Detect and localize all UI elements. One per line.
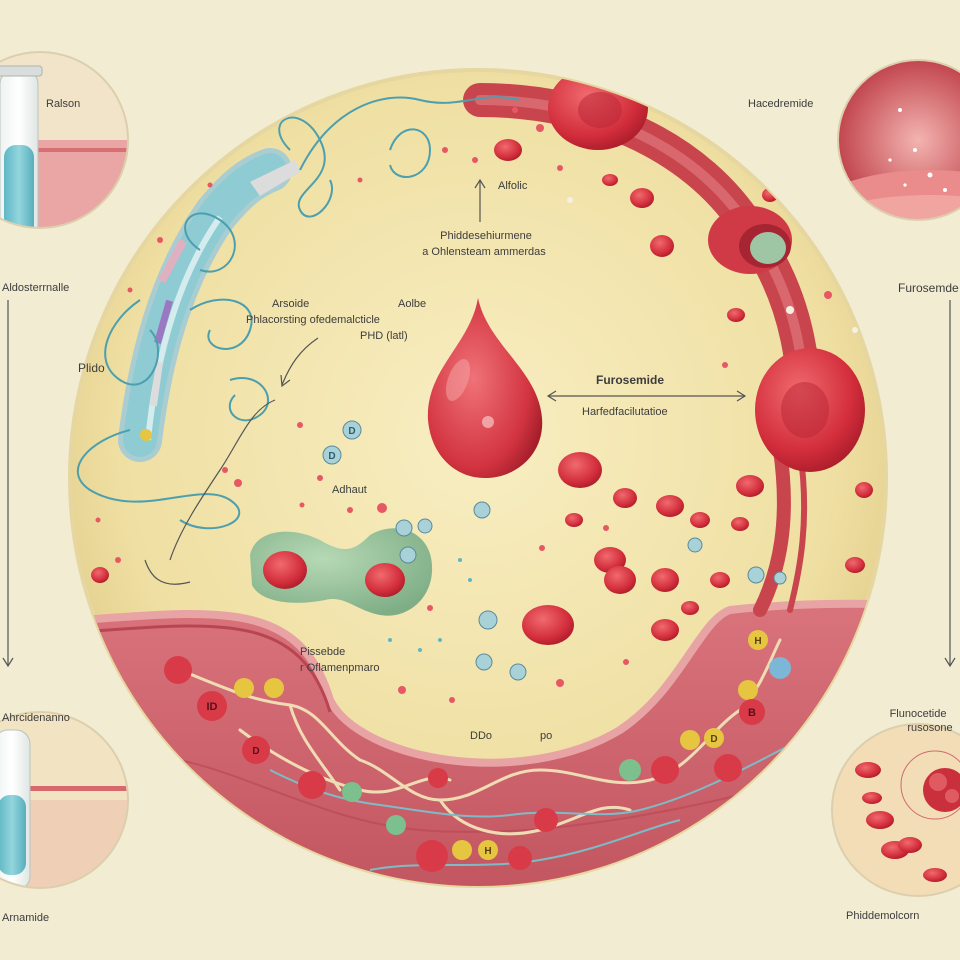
label-center-arrow-top: Alfolic	[498, 180, 528, 192]
top-right-panel	[838, 60, 960, 220]
test-tube-icon-2	[0, 729, 31, 888]
label-center-top-2: a Ohlensteam ammerdas	[422, 246, 546, 258]
tag-id-1: ID	[207, 701, 218, 713]
label-bottom-left-panel: Ahrcidenanno	[2, 712, 70, 724]
molecule-beads	[164, 630, 791, 872]
right-side-arrow	[944, 300, 956, 668]
cell-cluster-icon	[923, 768, 960, 812]
tag-d-2: D	[328, 451, 335, 462]
curly-wires	[76, 96, 521, 530]
label-center-left-2: Phlacorsting ofedemalcticle	[246, 314, 380, 326]
red-blood-cell-large-right	[755, 348, 865, 472]
label-center-bottom-mid: DDo	[470, 730, 493, 742]
label-center-left-1b: Aolbe	[398, 298, 427, 310]
label-top-right-panel: Hacedremide	[748, 98, 814, 110]
tag-d-4: D	[710, 734, 717, 745]
label-center-left-1: Arsoide	[272, 298, 310, 310]
label-bottom-left-corner: Arnamide	[2, 912, 50, 924]
label-center-adhaut: Adhaut	[332, 484, 367, 496]
tag-d-1: D	[348, 426, 355, 437]
sparse-dots	[95, 107, 858, 703]
label-bottom-right-panel-2: rusosone	[907, 722, 953, 734]
label-top-left-panel: Ralson	[46, 98, 81, 110]
test-tube-icon	[0, 65, 43, 228]
bottom-right-panel	[832, 724, 960, 896]
label-center-right-sub: Harfedfacilutatioe	[582, 406, 668, 418]
label-center-bottom-left-2: r Oflamenpmaro	[300, 662, 380, 674]
label-center-bottom-left-1: Pissebde	[300, 646, 346, 658]
green-cell	[250, 528, 433, 616]
tag-b-1: B	[748, 707, 756, 719]
label-center-top-1: Phiddesehiurmene	[440, 230, 532, 242]
left-side-arrow	[2, 300, 14, 668]
tissue-layer	[70, 599, 886, 886]
tag-h-1: H	[484, 846, 491, 857]
vessel-cross-section	[708, 206, 792, 274]
label-bottom-right-panel-1: Flunocetide	[889, 708, 947, 720]
tag-d-3: D	[252, 746, 259, 757]
label-center-bottom-mid2: po	[540, 730, 553, 742]
top-left-panel	[0, 52, 128, 228]
floating-molecules	[322, 420, 787, 681]
label-center-right-bold: Furosemide	[596, 373, 665, 387]
label-right-mid: Furosemde	[898, 281, 959, 295]
tag-h-2: H	[754, 636, 761, 647]
label-left-mid: Aldosterrnalle	[2, 282, 70, 294]
label-left-plido: Plido	[78, 361, 105, 375]
label-center-left-3: PHD (latl)	[360, 330, 408, 342]
bottom-left-panel	[0, 712, 128, 888]
label-bottom-right-corner: Phiddemolcorn	[846, 910, 920, 922]
blood-droplet-icon	[427, 298, 543, 478]
